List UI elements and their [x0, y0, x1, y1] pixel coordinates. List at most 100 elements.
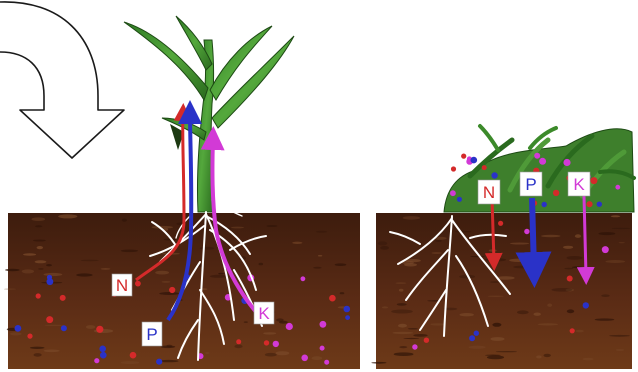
soil-speck: [510, 243, 529, 245]
soil-speck: [492, 323, 501, 327]
nutrient-dot: [324, 360, 329, 365]
nutrient-dot: [469, 335, 475, 341]
soil-speck: [76, 273, 92, 276]
soil-speck: [292, 242, 302, 244]
soil-speck: [276, 318, 284, 321]
nutrient-dot: [498, 221, 503, 226]
soil-speck: [166, 345, 172, 348]
soil-speck: [259, 263, 264, 266]
soil-speck: [394, 352, 414, 356]
soil-speck: [403, 216, 420, 220]
soil-speck: [408, 328, 418, 329]
nitrogen-symbol: N: [116, 276, 128, 295]
soil-speck: [265, 353, 277, 357]
nutrient-dot: [474, 331, 479, 336]
soil-speck: [380, 246, 389, 250]
soil-speck: [485, 258, 506, 261]
nutrient-dot: [169, 287, 175, 293]
nutrient-dot: [96, 326, 103, 333]
soil-speck: [101, 268, 111, 270]
right-potassium-label: K: [568, 172, 590, 196]
curved-arrow-icon: [0, 2, 124, 158]
soil-speck: [413, 334, 427, 337]
nutrient-dot: [320, 346, 325, 351]
soil-speck: [455, 231, 471, 233]
right-phosphorus-label: P: [520, 172, 542, 196]
nutrient-dot: [273, 341, 279, 347]
soil-speck: [397, 303, 407, 306]
soil-speck: [487, 356, 504, 360]
nutrient-dot: [344, 306, 351, 313]
soil-speck: [599, 232, 616, 235]
soil-speck: [595, 318, 615, 320]
soil-speck: [488, 296, 504, 297]
nutrient-dot: [130, 352, 137, 359]
soil-speck: [10, 332, 22, 335]
potassium-symbol: K: [258, 304, 270, 323]
soil-speck: [318, 255, 322, 257]
soil-speck: [611, 215, 621, 217]
nutrient-dot: [135, 281, 141, 287]
nutrient-dot: [451, 166, 456, 171]
soil-speck: [430, 323, 445, 325]
soil-speck: [609, 335, 630, 337]
soil-speck: [155, 271, 169, 275]
soil-speck: [312, 356, 323, 360]
soil-speck: [44, 273, 63, 276]
soil-speck: [38, 268, 43, 270]
soil-speck: [218, 273, 224, 275]
nutrient-dot: [329, 295, 336, 302]
nutrient-dot: [563, 159, 570, 166]
soil-speck: [399, 289, 404, 292]
nutrient-dot: [46, 316, 53, 323]
soil-speck: [605, 260, 625, 263]
nutrient-dot: [567, 276, 573, 282]
nutrient-dot: [424, 338, 429, 343]
soil-speck: [37, 246, 43, 249]
nutrient-dot: [345, 315, 350, 320]
soil-speck: [44, 325, 63, 326]
nutrient-dot: [61, 325, 67, 331]
soil-speck: [403, 338, 419, 339]
soil-speck: [44, 350, 60, 353]
nutrient-dot: [301, 355, 308, 362]
soil-speck: [513, 266, 533, 269]
soil-speck: [616, 349, 624, 351]
right-soil-panel: [371, 213, 632, 369]
soil-speck: [81, 260, 99, 262]
nitrogen-symbol: N: [483, 183, 495, 202]
soil-speck: [552, 288, 573, 292]
nutrient-dot: [602, 246, 609, 253]
soil-speck: [509, 259, 528, 262]
nutrient-dot: [94, 358, 99, 363]
soil-speck: [276, 351, 290, 355]
soil-speck: [435, 240, 442, 242]
nutrient-dot: [553, 190, 559, 196]
soil-speck: [32, 217, 46, 221]
soil-speck: [399, 346, 407, 348]
soil-speck: [536, 355, 542, 358]
soil-speck: [619, 242, 625, 243]
nutrient-dot: [597, 202, 602, 207]
soil-speck: [58, 214, 77, 218]
nutrient-dot: [286, 323, 293, 330]
soil-speck: [564, 268, 573, 270]
soil-speck: [490, 337, 504, 341]
nutrient-dot: [100, 352, 107, 359]
soil-speck: [234, 345, 242, 349]
nutrient-dot: [570, 328, 575, 333]
soil-speck: [396, 282, 407, 283]
soil-speck: [612, 228, 631, 229]
nutrient-dot: [590, 177, 597, 184]
soil-speck: [538, 323, 558, 325]
potassium-symbol: K: [573, 175, 585, 194]
nutrient-dot: [301, 276, 306, 281]
soil-speck: [30, 347, 45, 349]
nutrient-dot: [482, 165, 487, 170]
nutrient-dot: [156, 359, 162, 365]
nutrient-dot: [471, 157, 478, 164]
soil-speck: [35, 225, 42, 227]
soil-speck: [391, 310, 413, 314]
nutrient-dot: [534, 153, 540, 159]
phosphorus-symbol: P: [146, 325, 157, 344]
